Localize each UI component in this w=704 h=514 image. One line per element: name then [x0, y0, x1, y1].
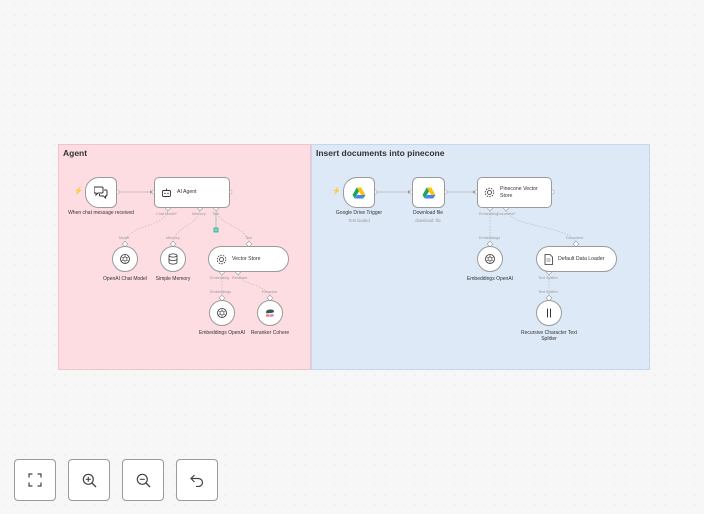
- embeddings-openai-agent-label: Embeddings OpenAI: [198, 330, 246, 336]
- port-label-chat-model: Chat Model*: [156, 212, 177, 216]
- zoom-in-button[interactable]: [68, 459, 110, 501]
- node-vector-store[interactable]: Vector Store: [208, 246, 289, 272]
- node-embeddings-openai-insert[interactable]: [477, 246, 503, 272]
- undo-button[interactable]: [176, 459, 218, 501]
- ai-agent-label: AI Agent: [177, 189, 197, 196]
- trigger-bolt-icon: ⚡: [332, 188, 341, 195]
- embeddings-openai-insert-label: Embeddings OpenAI: [466, 276, 514, 282]
- port-label-vs-embedding: Embedding: [210, 276, 230, 280]
- node-chat-trigger[interactable]: [85, 177, 117, 208]
- chat-bubble-icon: [94, 186, 108, 199]
- simple-memory-label: Simple Memory: [155, 276, 191, 282]
- trigger-bolt-icon: ⚡: [74, 188, 83, 195]
- port-label-tool-in: Tool: [245, 236, 252, 240]
- node-drive-trigger[interactable]: [343, 177, 375, 208]
- port-label-memory: Memory: [192, 212, 206, 216]
- download-file-label: Download file: [412, 210, 444, 216]
- port-label-pc-document: Document*: [497, 212, 516, 216]
- google-drive-icon: [352, 187, 366, 198]
- vector-store-icon: [216, 254, 227, 264]
- cohere-icon: [265, 309, 274, 317]
- google-drive-icon: [422, 187, 435, 198]
- vector-store-label: Vector Store: [232, 255, 261, 262]
- openai-icon: [217, 308, 227, 318]
- connection-agent-to-memory: [172, 207, 201, 245]
- openai-icon: [120, 254, 130, 264]
- robot-icon: [162, 188, 171, 197]
- zoom-in-icon: [82, 473, 96, 487]
- node-pinecone-store[interactable]: Pinecone Vector Store: [477, 177, 552, 208]
- database-icon: [168, 253, 178, 265]
- fit-view-icon: [28, 473, 42, 487]
- connection-pc-to-loader: [505, 207, 577, 245]
- port-label-memory-in: Memory: [166, 236, 180, 240]
- pinecone-icon: [484, 187, 495, 198]
- document-icon: [544, 253, 553, 265]
- undo-icon: [190, 474, 204, 487]
- port-label-splitter-in: Text Splitter: [538, 290, 558, 294]
- default-data-loader-label: Default Data Loader: [558, 255, 605, 262]
- port-label-emb2-in: Embeddings: [479, 236, 501, 240]
- port-label-model-in: Model: [119, 236, 130, 240]
- port-label-doc-in: Document: [566, 236, 584, 240]
- fit-view-button[interactable]: [14, 459, 56, 501]
- chat-trigger-label: When chat message received: [68, 210, 134, 216]
- node-reranker-cohere[interactable]: [257, 300, 283, 326]
- zoom-out-icon: [136, 473, 150, 487]
- connection-agent-to-model: [124, 207, 169, 245]
- port-label-emb-in: Embeddings: [210, 290, 232, 294]
- drive-trigger-label: Google Drive Trigger: [335, 210, 383, 216]
- agent-group-title: Agent: [63, 148, 88, 158]
- node-simple-memory[interactable]: [160, 246, 186, 272]
- text-splitter-icon: [547, 308, 551, 318]
- openai-icon: [485, 254, 495, 264]
- port-label-tool: Tool: [212, 212, 219, 216]
- node-ai-agent[interactable]: AI Agent: [154, 177, 230, 208]
- openai-chat-model-label: OpenAI Chat Model: [103, 276, 147, 282]
- zoom-out-button[interactable]: [122, 459, 164, 501]
- node-default-data-loader[interactable]: Default Data Loader: [536, 246, 617, 272]
- pinecone-store-label: Pinecone Vector Store: [500, 186, 538, 199]
- node-text-splitter[interactable]: [536, 300, 562, 326]
- node-embeddings-openai-agent[interactable]: [209, 300, 235, 326]
- node-download-file[interactable]: [412, 177, 445, 208]
- add-tool-button: [213, 227, 219, 233]
- text-splitter-label: Recursive Character Text Splitter: [520, 330, 578, 343]
- drive-trigger-subtitle: Test loaded: [348, 218, 370, 223]
- port-label-pc-embedding: Embedding: [479, 212, 499, 216]
- reranker-cohere-label: Reranker Cohere: [250, 330, 290, 336]
- node-openai-chat-model[interactable]: [112, 246, 138, 272]
- port-label-reranker-in: Reranker: [262, 290, 278, 294]
- connection-vs-to-reranker: [237, 271, 271, 299]
- connection-arrowheads: [150, 190, 476, 194]
- port-label-vs-reranker: Reranker: [232, 276, 248, 280]
- insert-group-title: Insert documents into pinecone: [316, 148, 445, 158]
- download-file-subtitle: download: file: [415, 218, 441, 223]
- port-label-loader-splitter: Text Splitter: [538, 276, 558, 280]
